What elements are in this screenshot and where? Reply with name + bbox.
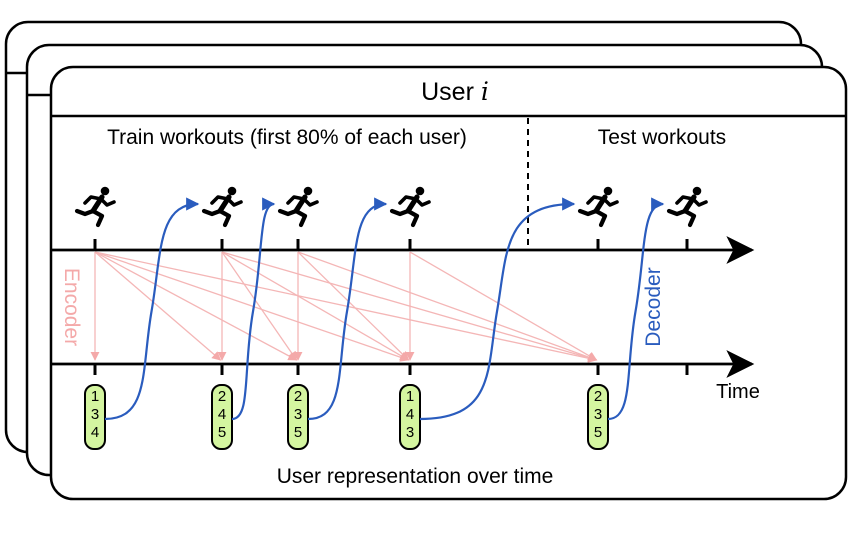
train-workouts-label: Train workouts (first 80% of each user) (107, 126, 467, 149)
representation-item: 4 (91, 424, 99, 441)
encoder-arrows (90, 251, 598, 363)
test-workouts-label: Test workouts (598, 126, 726, 149)
decoder-arrow-2 (231, 197, 276, 421)
representation-timeline-ticks (93, 364, 689, 375)
representation-item: 5 (294, 424, 302, 441)
representation-item: 3 (406, 424, 414, 441)
representation-5: 235 (587, 384, 609, 450)
decoder-arrow-4 (419, 197, 576, 421)
encoder-arrow-4-to-5 (409, 251, 598, 361)
representation-pill (84, 384, 106, 450)
workout-timeline-ticks (93, 239, 689, 250)
encoder-arrow-1-to-2 (94, 251, 222, 361)
decoder-arrow-5 (607, 197, 665, 421)
time-axis-label: Time (716, 381, 760, 403)
representation-item: 5 (594, 424, 602, 441)
encoder-arrow-2-to-3 (221, 251, 298, 361)
encoder-arrow-3-to-5 (297, 251, 598, 362)
representation-item: 4 (218, 406, 226, 423)
encoder-arrow-1-to-4 (94, 251, 410, 362)
representation-item: 1 (91, 388, 99, 405)
decoder-label: Decoder (642, 267, 665, 346)
representation-item: 2 (294, 388, 302, 405)
representation-item: 1 (406, 388, 414, 405)
user-title: User i (421, 77, 489, 106)
representation-item: 5 (218, 424, 226, 441)
encoder-arrow-2-to-4 (221, 251, 410, 361)
representation-item: 3 (91, 406, 99, 423)
encoder-arrow-2-to-5 (221, 251, 598, 363)
representation-2: 245 (211, 384, 233, 450)
representation-item: 3 (594, 406, 602, 423)
encoder-label: Encoder (60, 268, 83, 346)
representation-pill (211, 384, 233, 450)
representation-item: 2 (218, 388, 226, 405)
decoder-arrows (104, 197, 665, 421)
encoder-arrow-1-to-5 (94, 251, 598, 363)
representation-pill (587, 384, 609, 450)
decoder-arrow-1 (104, 197, 200, 421)
decoder-arrow-3 (307, 197, 388, 421)
representation-pill (399, 384, 421, 450)
representation-1: 134 (84, 384, 106, 450)
representation-4: 143 (399, 384, 421, 450)
representation-caption: User representation over time (277, 465, 554, 488)
representation-item: 4 (406, 406, 414, 423)
representation-item: 3 (294, 406, 302, 423)
user-frame-front (49, 65, 848, 501)
representation-3: 235 (287, 384, 309, 450)
encoder-arrow-1-to-3 (94, 251, 298, 361)
representation-pill (287, 384, 309, 450)
representation-item: 2 (594, 388, 602, 405)
encoder-arrow-3-to-4 (297, 251, 410, 361)
